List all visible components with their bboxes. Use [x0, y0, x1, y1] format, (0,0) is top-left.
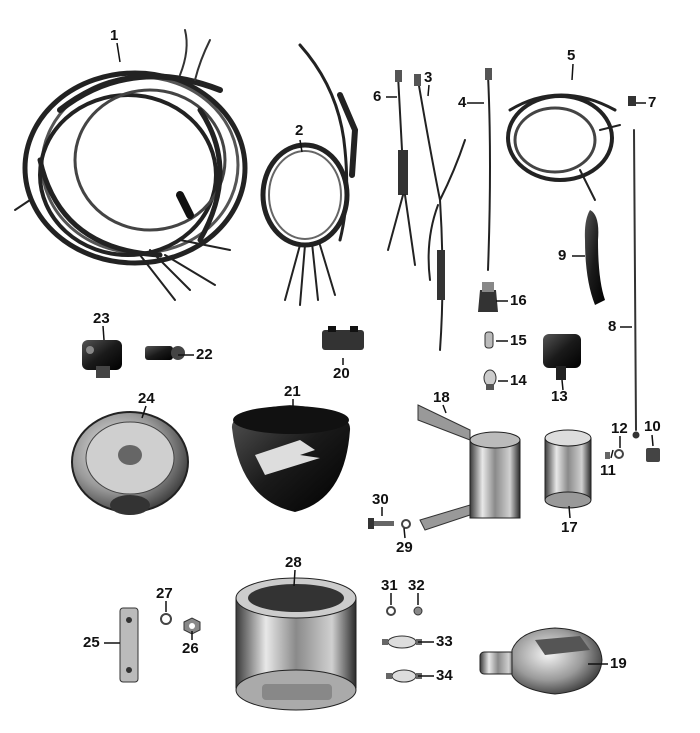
- part-4-wire: [485, 68, 492, 271]
- callout-17: 17: [561, 519, 578, 536]
- callout-11: 11: [600, 462, 616, 479]
- part-7-clip: [628, 96, 636, 106]
- callout-4: 4: [458, 94, 467, 111]
- part-26-nut: [183, 617, 201, 635]
- callout-27: 27: [156, 585, 173, 602]
- callout-1: 1: [110, 27, 119, 44]
- callout-20: 20: [333, 365, 350, 382]
- callout-8: 8: [608, 318, 617, 335]
- part-32-nut: [413, 606, 423, 616]
- callout-31: 31: [381, 577, 398, 594]
- callout-19: 19: [610, 655, 627, 672]
- part-16-terminal-cap: [478, 282, 498, 312]
- part-6-wire: [387, 70, 416, 266]
- part-8-cable: [632, 129, 640, 439]
- part-29-nut: [401, 519, 411, 529]
- callout-33: 33: [436, 633, 453, 650]
- callout-7: 7: [648, 94, 657, 111]
- part-9-sleeve: [584, 210, 605, 305]
- part-34-bulb: [386, 669, 422, 683]
- part-18-bracket: [417, 404, 521, 531]
- callout-34: 34: [436, 667, 453, 684]
- part-10-terminal: [646, 448, 660, 462]
- part-23-switch: [82, 340, 122, 378]
- part-1-wiring-harness: [14, 29, 248, 301]
- part-22-plug: [145, 346, 185, 360]
- callout-5: 5: [567, 47, 576, 64]
- part-19-housing: [479, 627, 603, 695]
- callout-29: 29: [396, 539, 413, 556]
- callout-2: 2: [295, 122, 304, 139]
- callout-25: 25: [83, 634, 100, 651]
- part-12-washer: [614, 449, 624, 459]
- callout-14: 14: [510, 372, 527, 389]
- part-2-cable: [260, 43, 359, 306]
- part-21-headlight-shell: [231, 405, 351, 512]
- part-17-coil: [544, 429, 592, 509]
- callout-9: 9: [558, 247, 567, 264]
- callout-32: 32: [408, 577, 425, 594]
- leader-lines: [102, 42, 654, 677]
- part-24-horn: [71, 411, 189, 515]
- callout-16: 16: [510, 292, 527, 309]
- part-14-bulb: [483, 369, 497, 390]
- callout-15: 15: [510, 332, 527, 349]
- part-25-plate: [119, 607, 139, 683]
- part-31-washer: [386, 606, 396, 616]
- part-28-lamp-housing: [235, 577, 357, 711]
- part-30-bolt: [368, 518, 394, 529]
- callout-6: 6: [373, 88, 382, 105]
- callout-13: 13: [551, 388, 568, 405]
- part-27-washer: [160, 613, 172, 625]
- part-3-wire: [414, 74, 466, 351]
- callout-21: 21: [284, 383, 301, 400]
- callout-24: 24: [138, 390, 155, 407]
- part-13-switch: [543, 334, 581, 380]
- part-20-connector: [322, 326, 364, 350]
- callout-3: 3: [424, 69, 433, 86]
- callout-23: 23: [93, 310, 110, 327]
- callout-28: 28: [285, 554, 302, 571]
- callout-12: 12: [611, 420, 628, 437]
- callout-18: 18: [433, 389, 450, 406]
- part-15-fuse: [484, 331, 494, 349]
- part-33-bulb: [382, 635, 422, 649]
- callout-22: 22: [196, 346, 213, 363]
- callout-30: 30: [372, 491, 389, 508]
- part-11-screw: [605, 452, 610, 459]
- callout-26: 26: [182, 640, 199, 657]
- callout-10: 10: [644, 418, 661, 435]
- part-5-wire-loom: [506, 93, 621, 201]
